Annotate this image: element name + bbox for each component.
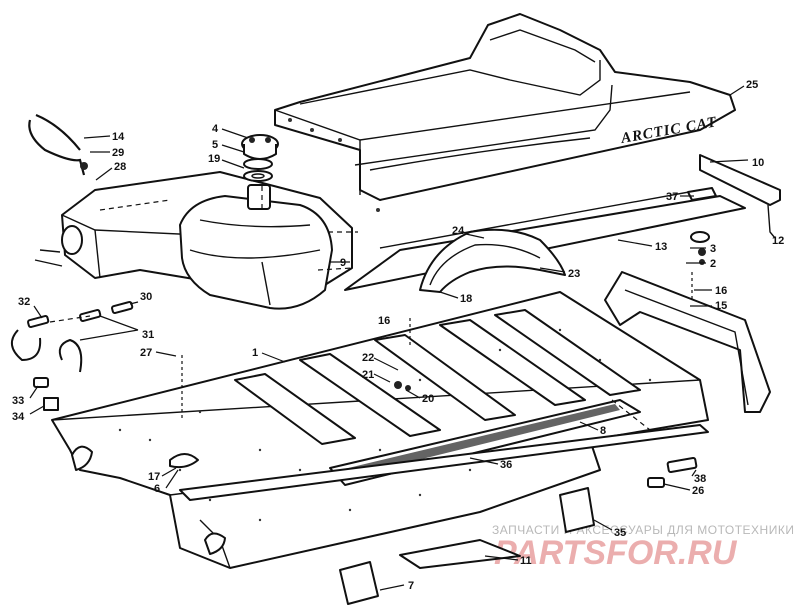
- callout-36: 36: [500, 459, 512, 471]
- seat: ARCTIC CAT: [274, 13, 736, 212]
- seat-foam: [419, 228, 566, 293]
- watermark-line2: PARTSFOR.RU: [494, 534, 738, 572]
- callout-14: 14: [112, 131, 125, 143]
- callout-35: 35: [614, 527, 626, 539]
- callout-24: 24: [452, 225, 465, 237]
- callout-16b: 16: [378, 315, 390, 327]
- mount-brackets: [339, 456, 698, 605]
- fuel-tank: [179, 184, 333, 310]
- callout-22: 22: [362, 352, 374, 364]
- callout-15: 15: [715, 300, 727, 312]
- loose-hardware: [11, 300, 134, 411]
- callout-34: 34: [12, 411, 25, 423]
- callout-27: 27: [140, 347, 152, 359]
- callout-25: 25: [746, 79, 758, 91]
- callout-38: 38: [694, 473, 706, 485]
- callout-31: 31: [142, 329, 154, 341]
- callout-13: 13: [655, 241, 667, 253]
- callout-30: 30: [140, 291, 152, 303]
- callout-33: 33: [12, 395, 24, 407]
- callout-28: 28: [114, 161, 126, 173]
- callouts: 1 2 3 4 5 6 7 8 9 10 11 12 13 14 15 16 1…: [12, 79, 784, 592]
- callout-17: 17: [148, 471, 160, 483]
- callout-12: 12: [772, 235, 784, 247]
- watermark: ЗАПЧАСТИ И АКСЕССУАРЫ ДЛЯ МОТОТЕХНИКИ PA…: [492, 523, 794, 572]
- callout-26: 26: [692, 485, 704, 497]
- callout-5: 5: [212, 139, 218, 151]
- callout-1: 1: [252, 347, 258, 359]
- callout-20: 20: [422, 393, 434, 405]
- callout-9: 9: [340, 257, 346, 269]
- hinge-strap: [699, 154, 781, 239]
- callout-18: 18: [460, 293, 472, 305]
- fasteners: [169, 187, 717, 469]
- callout-7: 7: [408, 580, 414, 592]
- callout-4: 4: [212, 123, 219, 135]
- fuel-vent-hose: [28, 113, 88, 176]
- callout-10: 10: [752, 157, 764, 169]
- callout-21: 21: [362, 369, 374, 381]
- assembly-lines: [99, 186, 651, 431]
- callout-19: 19: [208, 153, 220, 165]
- base-pan: [51, 291, 709, 569]
- callout-6: 6: [154, 483, 160, 495]
- seat-base-plate: [344, 189, 746, 291]
- callout-37: 37: [666, 191, 678, 203]
- callout-11: 11: [520, 555, 532, 567]
- callout-23: 23: [568, 268, 580, 280]
- callout-16: 16: [715, 285, 727, 297]
- fuel-cap-assembly: [241, 134, 279, 182]
- callout-3: 3: [710, 243, 716, 255]
- callout-8: 8: [600, 425, 606, 437]
- callout-2: 2: [710, 258, 716, 270]
- side-rail: [179, 424, 709, 569]
- callout-29: 29: [112, 147, 124, 159]
- callout-32: 32: [18, 296, 30, 308]
- rear-bracket: [604, 271, 771, 413]
